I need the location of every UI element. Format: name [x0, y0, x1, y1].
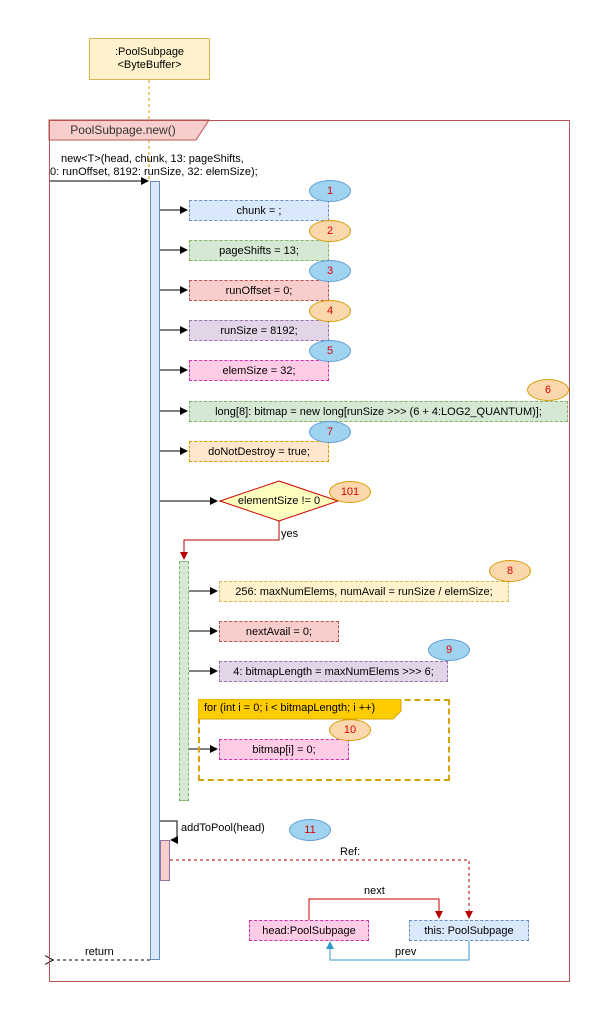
stmt-text: doNotDestroy = true; [208, 445, 310, 458]
stmt-text: runOffset = 0; [225, 284, 293, 297]
step-badge: 8 [489, 560, 531, 582]
prev-label: prev [395, 946, 417, 958]
stmt-chunk: chunk = ; [189, 200, 329, 221]
stmt-runsize: runSize = 8192; [189, 320, 329, 341]
stmt-nextavail: nextAvail = 0; [219, 621, 339, 642]
condition-text: elementSize != 0 [237, 495, 321, 507]
stmt-donotdestroy: doNotDestroy = true; [189, 441, 329, 462]
step-badge: 5 [309, 340, 351, 362]
stmt-text: long[8]: bitmap = new long[runSize >>> (… [215, 405, 542, 418]
stmt-text: nextAvail = 0; [245, 625, 313, 638]
step-badge: 9 [428, 639, 470, 661]
call-line2: 0: runOffset, 8192: runSize, 32: elemSiz… [50, 166, 258, 178]
head-object: head:PoolSubpage [249, 920, 369, 941]
sequence-frame [49, 120, 570, 982]
stmt-bitmap-alloc: long[8]: bitmap = new long[runSize >>> (… [189, 401, 568, 422]
ref-label: Ref: [340, 846, 361, 858]
stmt-text: 4: bitmapLength = maxNumElems >>> 6; [233, 665, 434, 678]
stmt-bitmap-zero: bitmap[i] = 0; [219, 739, 349, 760]
step-badge: 10 [329, 719, 371, 741]
lifeline-line1: :PoolSubpage [114, 46, 185, 58]
add-to-pool-label: addToPool(head) [181, 822, 265, 834]
stmt-text: runSize = 8192; [220, 324, 298, 337]
stmt-runoffset: runOffset = 0; [189, 280, 329, 301]
frame-title: PoolSubpage.new() [49, 120, 209, 140]
activation-add-to-pool [160, 840, 170, 881]
call-line1: new<T>(head, chunk, 13: pageShifts, [61, 153, 244, 165]
frame-title-text: PoolSubpage.new() [70, 123, 176, 137]
stmt-text: 256: maxNumElems, numAvail = runSize / e… [235, 585, 493, 598]
stmt-maxnumelems: 256: maxNumElems, numAvail = runSize / e… [219, 581, 509, 602]
next-label: next [364, 885, 385, 897]
lifeline-line2: <ByteBuffer> [117, 59, 182, 71]
return-label: return [85, 946, 114, 958]
stmt-pageshifts: pageShifts = 13; [189, 240, 329, 261]
step-badge: 11 [289, 819, 331, 841]
call-label: new<T>(head, chunk, 13: pageShifts, 0: r… [50, 153, 258, 179]
yes-label: yes [281, 528, 299, 540]
activation-yes-branch [179, 561, 189, 801]
head-object-text: head:PoolSubpage [262, 924, 356, 937]
stmt-text: elemSize = 32; [222, 364, 296, 377]
step-badge: 101 [329, 481, 371, 503]
this-object: this: PoolSubpage [409, 920, 529, 941]
step-badge: 4 [309, 300, 351, 322]
loop-title: for (int i = 0; i < bitmapLength; i ++) [204, 702, 376, 714]
stmt-text: chunk = ; [236, 204, 282, 217]
step-badge: 6 [527, 379, 569, 401]
this-object-text: this: PoolSubpage [424, 924, 514, 937]
stmt-elemsize: elemSize = 32; [189, 360, 329, 381]
step-badge: 2 [309, 220, 351, 242]
step-badge: 1 [309, 180, 351, 202]
step-badge: 7 [309, 421, 351, 443]
step-badge: 3 [309, 260, 351, 282]
stmt-bitmaplength: 4: bitmapLength = maxNumElems >>> 6; [219, 661, 448, 682]
lifeline-poolsubpage: :PoolSubpage <ByteBuffer> [89, 38, 210, 80]
activation-main [150, 181, 160, 960]
loop-tab-shape [198, 699, 402, 720]
stmt-text: pageShifts = 13; [219, 244, 299, 257]
stmt-text: bitmap[i] = 0; [252, 743, 316, 756]
